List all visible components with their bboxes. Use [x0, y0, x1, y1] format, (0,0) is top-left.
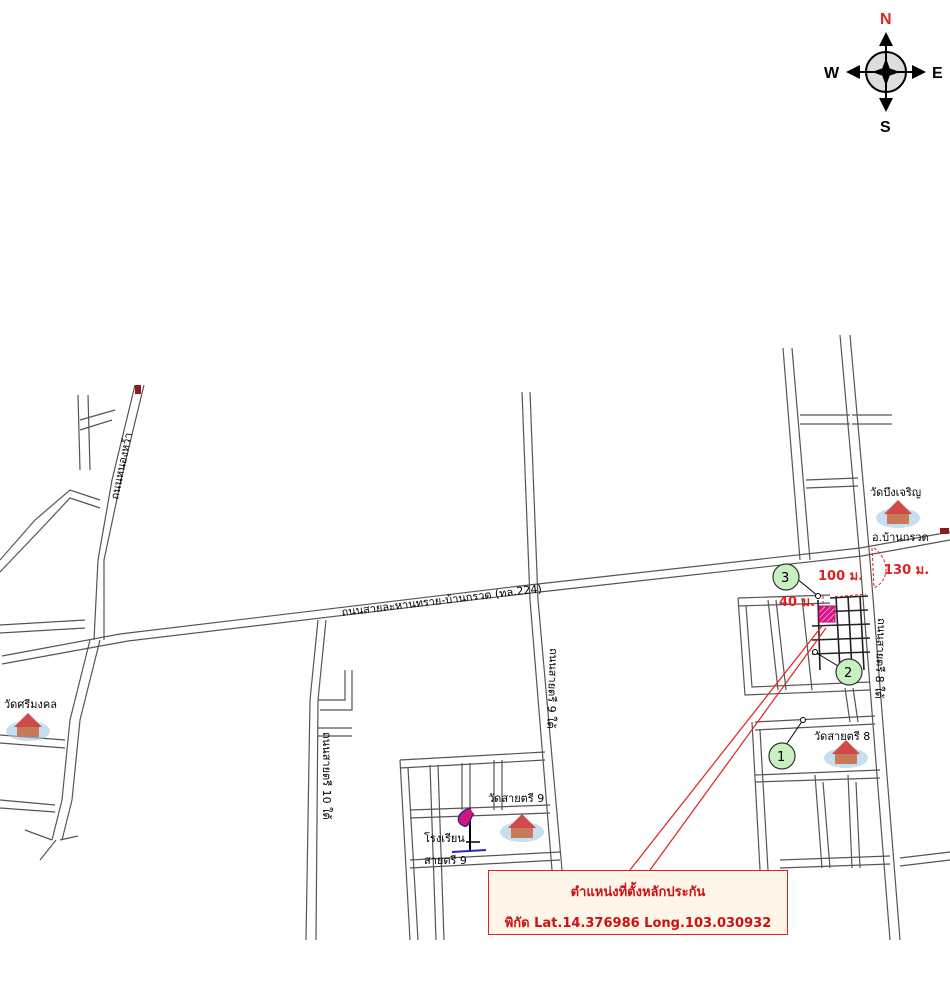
compass-north-label: N	[880, 11, 892, 28]
collateral-location-callout: ตำแหน่งที่ตั้งหลักประกัน พิกัด Lat.14.37…	[488, 870, 788, 935]
school-label-line2: สายตรี 9	[424, 854, 467, 867]
highway-label: ถนนสายละหานทราย-บ้านกรวด (ทล.224)	[341, 582, 543, 619]
callout-coordinates: พิกัด Lat.14.376986 Long.103.030932	[504, 916, 772, 931]
distance-130m: 130 ม.	[884, 563, 929, 578]
wat-saitri9-label: วัดสายตรี 9	[488, 792, 544, 805]
marker-3[interactable]: 3	[772, 563, 821, 599]
road-network	[0, 334, 950, 941]
marker-2[interactable]: 2	[812, 649, 863, 686]
soi9-label: ถนนสายตรี 9 ใต้	[544, 648, 560, 729]
ban-kruat-label: อ.บ้านกรวด	[872, 531, 929, 544]
marker-1[interactable]: 1	[768, 717, 806, 770]
distance-40m: 40 ม.	[779, 595, 815, 610]
school-label-line1: โรงเรียน	[424, 831, 465, 845]
marker-1-label: 1	[777, 750, 785, 765]
wat-bueng-charoen-label: วัดบึงเจริญ	[870, 486, 921, 499]
north-road-label: ถนนหนองหว้า	[108, 431, 135, 500]
wat-saitri8-label: วัดสายตรี 8	[814, 730, 870, 743]
collateral-plot	[818, 605, 836, 623]
road-end-marker	[940, 528, 949, 534]
compass-west-label: W	[824, 65, 840, 82]
school-flag-icon	[451, 807, 487, 853]
soi8-label: ถนนสายตรี 8 ใต้	[872, 618, 888, 699]
temple-icon	[500, 814, 544, 842]
temple-icon	[824, 740, 868, 768]
temple-icon	[876, 500, 920, 528]
wat-sri-mongkol-label: วัดศรีมงคล	[4, 698, 57, 711]
soi10-label: ถนนสายตรี 10 ใต้	[320, 732, 333, 820]
temple-icon	[6, 713, 50, 741]
distance-100m: 100 ม.	[818, 569, 863, 584]
callout-title: ตำแหน่งที่ตั้งหลักประกัน	[570, 885, 706, 900]
road-end-marker	[135, 385, 141, 394]
compass-east-label: E	[932, 65, 943, 82]
compass-rose	[846, 32, 926, 112]
marker-2-label: 2	[844, 666, 852, 681]
marker-3-label: 3	[781, 571, 789, 586]
callout-pointer	[629, 625, 827, 871]
compass-south-label: S	[880, 119, 891, 136]
distance-lines	[822, 547, 887, 606]
